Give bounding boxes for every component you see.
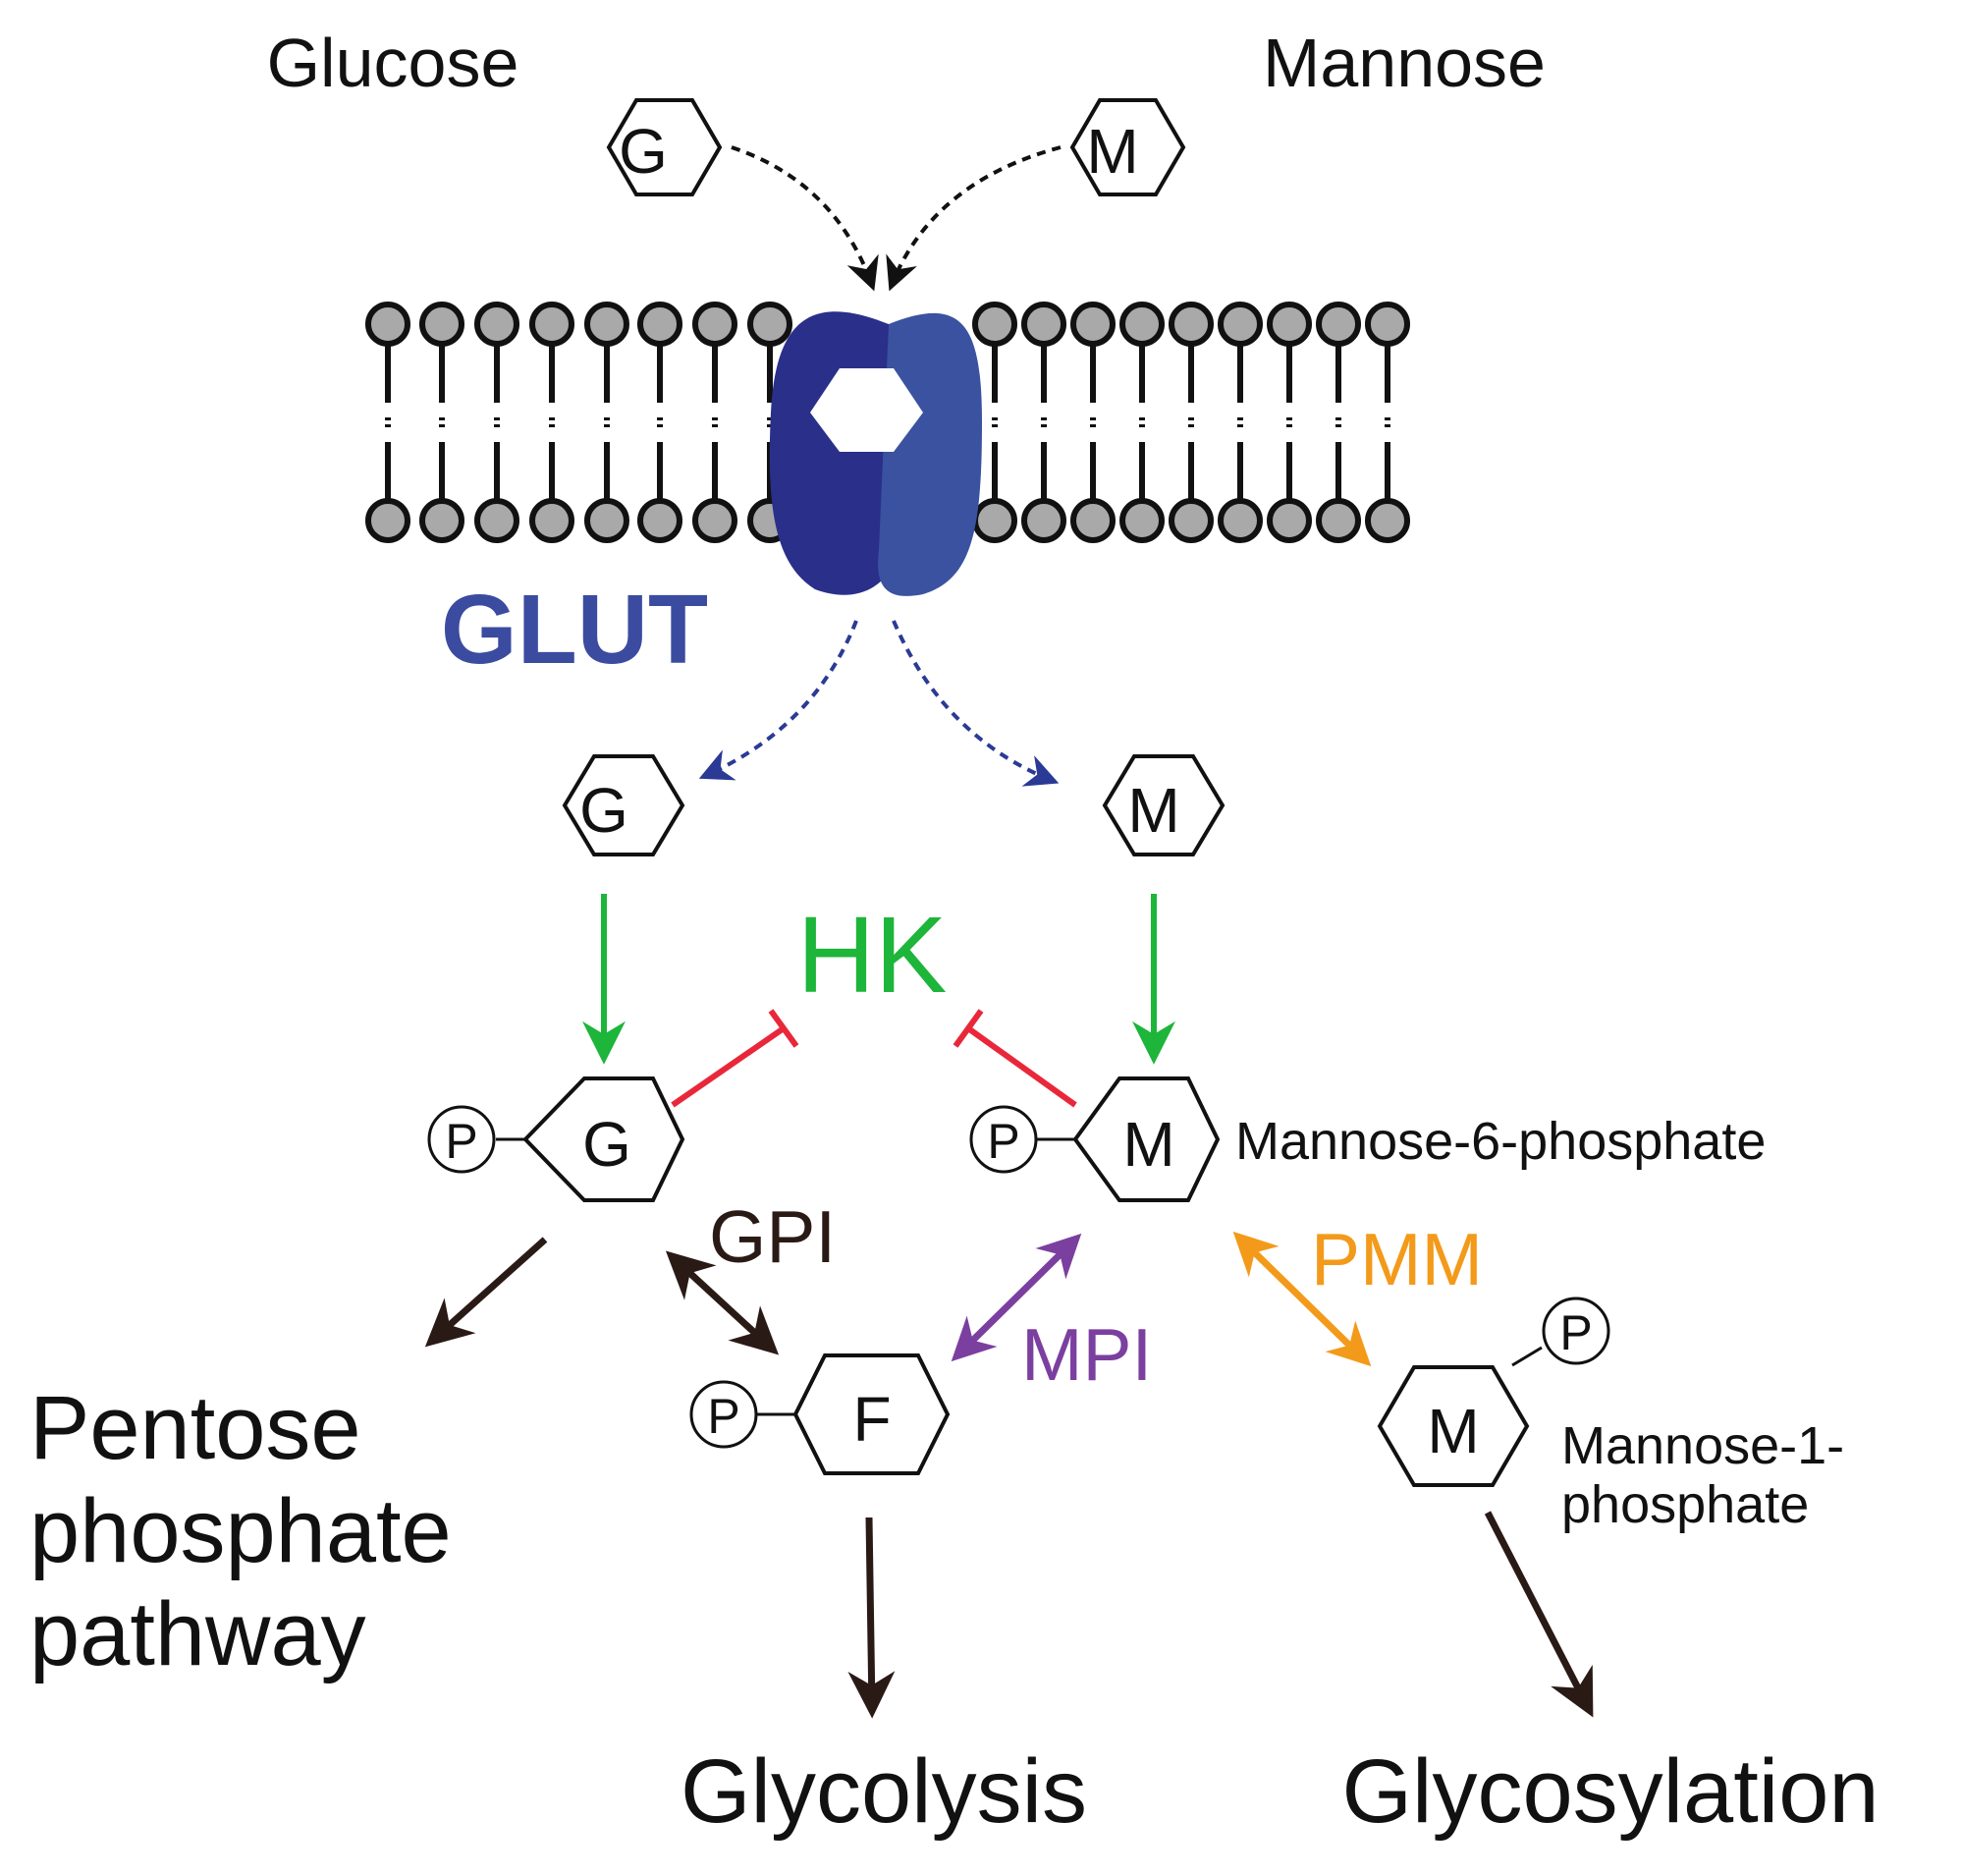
- phosphate-symbol: P: [707, 1389, 739, 1444]
- mannose-symbol: M: [1427, 1396, 1479, 1466]
- mpi-label: MPI: [1021, 1313, 1152, 1396]
- lipid-head: [584, 302, 629, 347]
- glut-label: GLUT: [441, 575, 708, 685]
- lipid-head: [972, 498, 1017, 543]
- lipid-head: [419, 498, 464, 543]
- gpi-arrow: [665, 1250, 780, 1355]
- mannose-1-phosphate-label-line1: Mannose-1-: [1561, 1416, 1844, 1475]
- glucose-symbol: G: [582, 1109, 631, 1180]
- mannose-1-phosphate: P M: [1377, 1297, 1610, 1487]
- mpi-arrow: [951, 1233, 1082, 1362]
- glucose-symbol: G: [579, 775, 628, 846]
- pentose-label-line2: phosphate: [29, 1481, 452, 1581]
- glucose-6-phosphate: P G: [427, 1076, 685, 1202]
- mannose-hexagon-intracellular: M: [1102, 754, 1226, 856]
- lipid-head: [529, 498, 574, 543]
- lipid-head: [1070, 498, 1116, 543]
- lipid-head: [1267, 302, 1312, 347]
- lipid-head: [584, 498, 629, 543]
- lipid-head: [747, 302, 792, 347]
- mannose-6-phosphate: P M: [969, 1076, 1221, 1202]
- lipid-head: [1021, 498, 1066, 543]
- lipid-head: [1119, 302, 1165, 347]
- lipid-head: [637, 302, 682, 347]
- lipid-head: [1365, 302, 1410, 347]
- pmm-arrow: [1232, 1231, 1372, 1367]
- phosphate-symbol: P: [445, 1114, 477, 1169]
- g6p-inhibits-hk: [671, 1009, 799, 1108]
- mannose-hexagon-extracellular: M: [1069, 98, 1186, 196]
- to-glycolysis-arrow: [847, 1517, 896, 1719]
- lipid-head: [529, 302, 574, 347]
- lipid-head: [1267, 498, 1312, 543]
- lipid-head: [1316, 302, 1361, 347]
- mannose-6-phosphate-label: Mannose-6-phosphate: [1235, 1112, 1766, 1171]
- lipid-head: [474, 302, 519, 347]
- pentose-label-line1: Pentose: [29, 1378, 361, 1478]
- lipid-head: [419, 302, 464, 347]
- lipid-head: [1218, 302, 1263, 347]
- pentose-label-line3: pathway: [29, 1584, 366, 1684]
- glucose-uptake-arrow: [731, 145, 879, 292]
- lipid-head: [972, 302, 1017, 347]
- lipid-head: [1169, 302, 1214, 347]
- m6p-inhibits-hk: [953, 1009, 1077, 1108]
- gpi-label: GPI: [709, 1195, 836, 1278]
- mannose-symbol: M: [1086, 116, 1138, 187]
- mannose-uptake-arrow: [886, 145, 1062, 292]
- hk-label: HK: [797, 895, 948, 1016]
- lipid-head: [692, 302, 737, 347]
- fructose-symbol: F: [852, 1384, 891, 1455]
- lipid-head: [1119, 498, 1165, 543]
- glucose-label: Glucose: [267, 25, 519, 101]
- mannose-symbol: M: [1127, 775, 1179, 846]
- to-pentose-arrow: [424, 1237, 548, 1348]
- glucose-release-arrow: [698, 620, 858, 781]
- lipid-head: [365, 302, 410, 347]
- to-glycosylation-arrow: [1484, 1511, 1594, 1718]
- phosphate-symbol: P: [1559, 1305, 1592, 1360]
- mannose-symbol: M: [1122, 1109, 1174, 1180]
- glut-transporter: [769, 311, 982, 596]
- lipid-bilayer: [365, 302, 1410, 543]
- lipid-head: [1070, 302, 1116, 347]
- mannose-1-phosphate-label-line2: phosphate: [1561, 1475, 1809, 1534]
- glycolysis-label: Glycolysis: [681, 1741, 1087, 1842]
- glucose-symbol: G: [619, 116, 668, 187]
- fructose-6-phosphate: P F: [689, 1353, 951, 1475]
- lipid-head: [1316, 498, 1361, 543]
- phosphate-symbol: P: [987, 1114, 1019, 1169]
- glycosylation-label: Glycosylation: [1341, 1741, 1879, 1842]
- glut-binding-pocket: [810, 368, 923, 452]
- lipid-head: [365, 498, 410, 543]
- lipid-head: [637, 498, 682, 543]
- pmm-label: PMM: [1311, 1218, 1483, 1300]
- lipid-head: [1365, 498, 1410, 543]
- lipid-head: [692, 498, 737, 543]
- glucose-hexagon-extracellular: G: [606, 98, 723, 196]
- mannose-label: Mannose: [1263, 25, 1546, 101]
- glucose-hexagon-intracellular: G: [562, 754, 685, 856]
- lipid-head: [1218, 498, 1263, 543]
- lipid-head: [1169, 498, 1214, 543]
- mannose-release-arrow: [892, 620, 1060, 787]
- lipid-head: [474, 498, 519, 543]
- lipid-head: [1021, 302, 1066, 347]
